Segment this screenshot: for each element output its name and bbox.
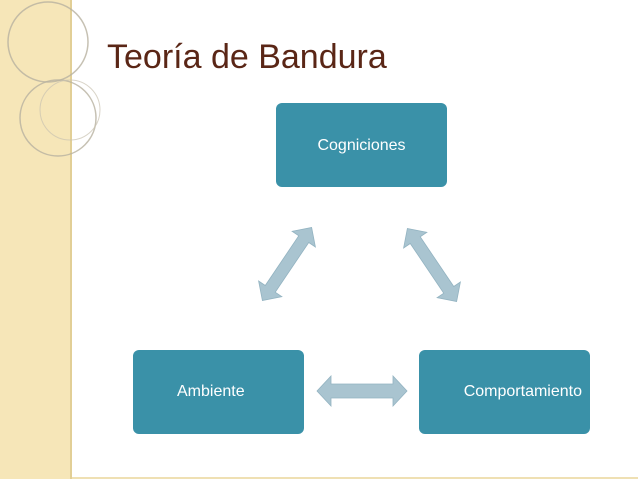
sidebar-divider [70, 0, 72, 479]
node-comportamiento: Comportamiento [419, 350, 590, 434]
arrow-left-diagonal [258, 227, 316, 301]
node-label: Ambiente [177, 383, 245, 400]
arrow-right-diagonal [403, 228, 461, 302]
node-ambiente: Ambiente [133, 350, 304, 434]
bottom-divider [72, 477, 638, 479]
node-label: Cogniciones [317, 137, 406, 154]
page-title: Teoría de Bandura [107, 38, 387, 76]
node-cogniciones: Cogniciones [276, 103, 447, 187]
arrow-horizontal [316, 374, 408, 408]
decorative-circles [7, 1, 101, 157]
node-label: Comportamiento [463, 383, 582, 400]
